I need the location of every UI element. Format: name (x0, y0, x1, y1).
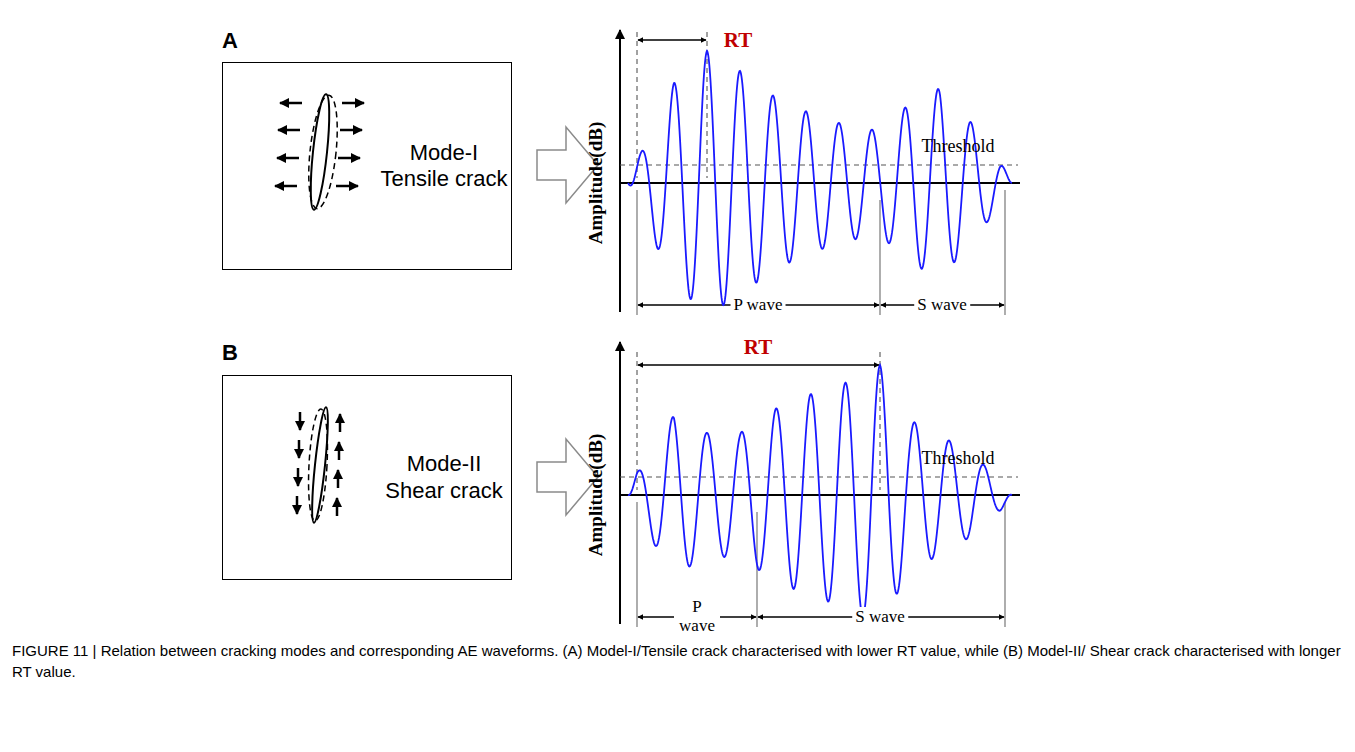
crack-box: Mode-II Shear crack (222, 375, 512, 580)
crack-mode-label: Mode-I Tensile crack (378, 140, 510, 193)
shear-crack (306, 409, 330, 522)
rise-time-label: RT (744, 335, 772, 360)
tension-arrows (277, 157, 299, 160)
threshold-label: Threshold (922, 448, 995, 469)
shear-arrows (297, 468, 300, 486)
shear-arrows (336, 498, 339, 516)
bracket-arrow (638, 305, 1004, 617)
plot-axes (620, 30, 1020, 624)
rise-time-label: RT (724, 28, 752, 53)
bracket-line (636, 190, 637, 315)
guide-line (637, 352, 638, 490)
shear-arrows (337, 470, 340, 488)
tensile-crack (304, 94, 342, 210)
bracket-line (1004, 502, 1005, 627)
threshold-line (620, 165, 1018, 477)
tension-arrows (280, 102, 302, 105)
threshold-line (620, 164, 1018, 165)
crack-box: Mode-I Tensile crack (222, 62, 512, 270)
ae-waveform (628, 365, 1012, 616)
bracket-line (756, 512, 757, 627)
bracket-line (879, 200, 880, 315)
tension-arrows (342, 102, 364, 105)
wave-segment-label: P wave (731, 295, 786, 315)
axis-title: Amplitude(dB) (585, 122, 607, 244)
guide-line (637, 32, 638, 178)
tension-arrows (278, 129, 300, 132)
shear-arrows (338, 442, 341, 460)
panel-letter: B (222, 340, 238, 366)
plot-axes (619, 342, 621, 624)
ae-waveform (628, 51, 1012, 616)
shear-arrows (296, 496, 299, 514)
guide-line (880, 352, 881, 490)
shear-crack (306, 407, 331, 523)
shear-arrows (298, 440, 301, 458)
wave-segment-label: S wave (914, 295, 970, 315)
shear-arrows (299, 412, 302, 430)
rt-arrow (638, 39, 706, 41)
figure-caption: FIGURE 11 | Relation between cracking mo… (12, 640, 1342, 682)
plot-axes (619, 30, 621, 312)
tension-arrows (275, 185, 297, 188)
bracket-line (636, 502, 637, 627)
rt-arrow (638, 364, 879, 366)
guide-line (637, 32, 880, 490)
tensile-crack (307, 94, 333, 211)
wave-segment-label: S wave (852, 607, 908, 627)
bracket-line (1004, 190, 1005, 315)
panel-letter: A (222, 28, 238, 54)
rt-arrow (638, 40, 879, 365)
tension-arrows (336, 185, 358, 188)
tension-arrows (275, 103, 364, 186)
shear-arrows (297, 412, 340, 516)
tension-arrows (338, 157, 360, 160)
plot-axes (620, 182, 1020, 184)
threshold-label: Threshold (922, 136, 995, 157)
ae-waveform (628, 51, 1012, 305)
tension-arrows (340, 129, 362, 132)
axis-title: Amplitude(dB) (585, 434, 607, 556)
tensile-crack (304, 94, 342, 211)
shear-arrows (339, 414, 342, 432)
wave-segment-label: P wave (674, 598, 720, 635)
crack-mode-label: Mode-II Shear crack (378, 451, 510, 504)
